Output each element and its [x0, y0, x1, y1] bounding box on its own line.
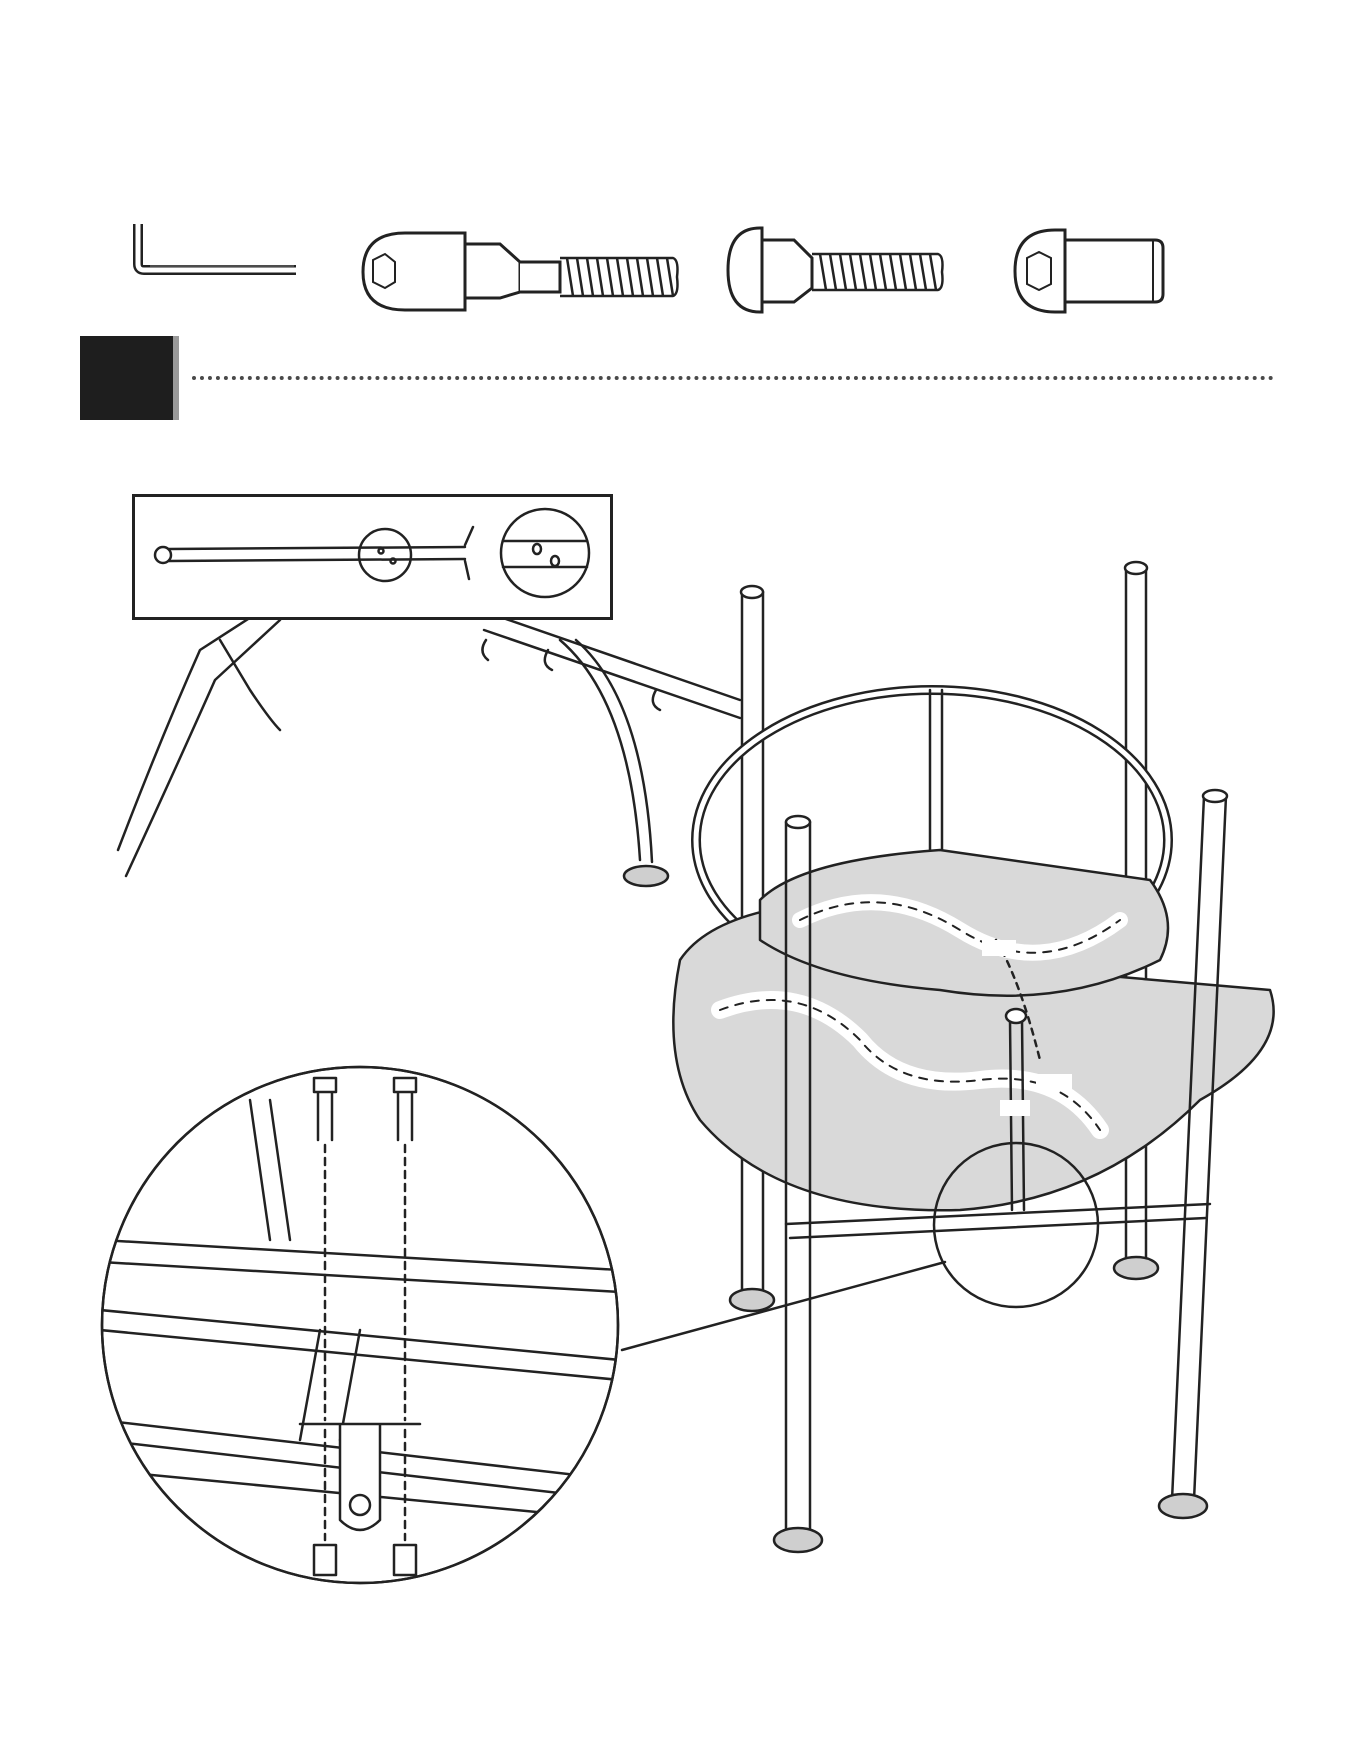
callout-c: [1000, 1100, 1030, 1116]
zoom-detail-circle: [100, 1067, 620, 1583]
callout-a: [982, 940, 1016, 956]
callout-b: [1036, 1074, 1072, 1090]
rail-detail-inset: [132, 494, 613, 620]
swing-frame: [118, 610, 740, 886]
front-right-post: [1159, 790, 1227, 1518]
